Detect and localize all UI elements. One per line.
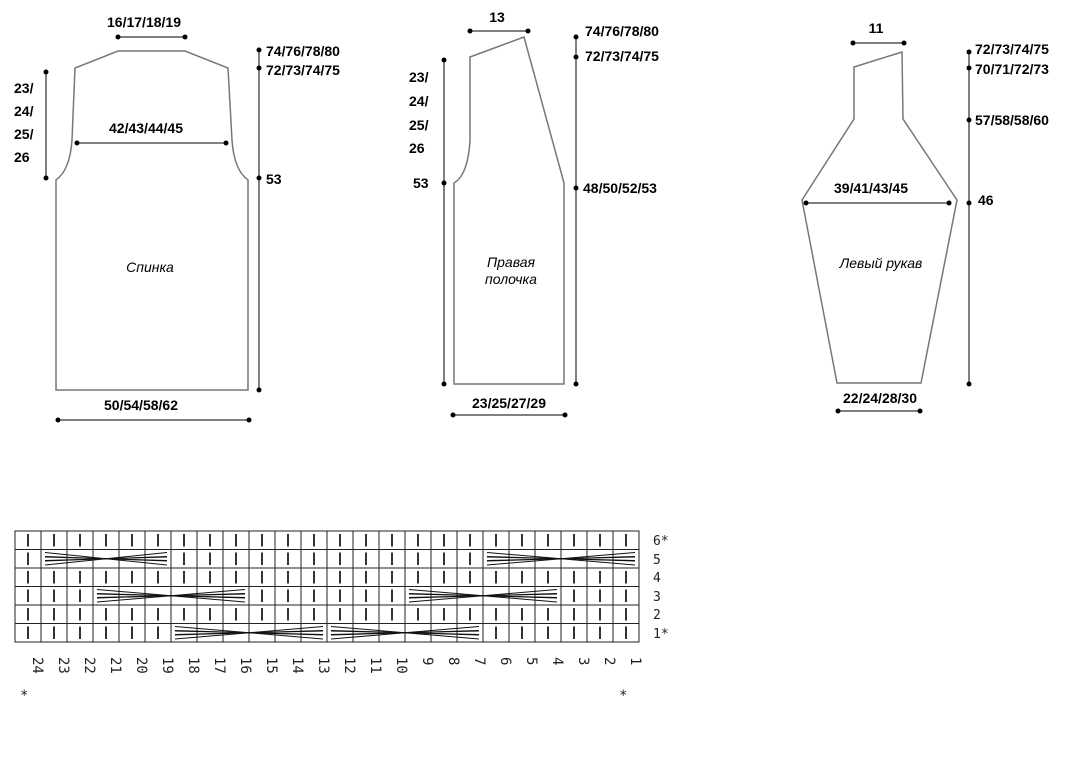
- left-sleeve-piece: 11 39/41/43/45 22/24/28/30 72/73/74/75 7…: [801, 20, 1049, 414]
- column-label: 4: [549, 657, 565, 665]
- column-label: 22: [81, 657, 97, 674]
- front-height-shoulder: 72/73/74/75: [585, 48, 659, 64]
- column-label: 2: [601, 657, 617, 665]
- back-piece: 16/17/18/19 42/43/44/45 50/54/58/62 23/ …: [14, 14, 340, 423]
- sleeve-height-underarm: 46: [978, 192, 994, 208]
- front-bottom-width: 23/25/27/29: [472, 395, 546, 411]
- front-shoulder-width: 13: [489, 9, 505, 25]
- right-front-piece: 13 23/ 24/ 25/ 26 53 74/76/78/80 72/73/7…: [409, 9, 659, 418]
- back-height-armhole: 53: [266, 171, 282, 187]
- column-label: 24: [29, 657, 45, 674]
- column-label: 5: [523, 657, 539, 665]
- front-armhole-depth-2: 24/: [409, 93, 429, 109]
- cable-strand: [44, 556, 168, 561]
- column-label: 8: [445, 657, 461, 665]
- back-chest-width: 42/43/44/45: [109, 120, 183, 136]
- row-label-3: 3: [653, 590, 661, 605]
- cable-strand: [486, 556, 636, 561]
- sleeve-cuff-width: 22/24/28/30: [843, 390, 917, 406]
- front-armhole-depth-3: 25/: [409, 117, 429, 133]
- column-label: 15: [263, 657, 279, 674]
- column-label: 17: [211, 657, 227, 674]
- front-height-armhole: 53: [413, 175, 429, 191]
- front-armhole-depth-4: 26: [409, 140, 425, 156]
- column-label: 13: [315, 657, 331, 674]
- row-label-6: 6*: [653, 534, 669, 549]
- back-armhole-depth-1: 23/: [14, 80, 34, 96]
- cable-strand: [96, 593, 246, 598]
- cable-strand: [174, 630, 324, 635]
- column-label: 7: [471, 657, 487, 665]
- back-height-total: 74/76/78/80: [266, 43, 340, 59]
- column-label: 10: [393, 657, 409, 674]
- front-height-total: 74/76/78/80: [585, 23, 659, 39]
- chart-cable-crossings: [44, 552, 636, 640]
- back-armhole-depth-2: 24/: [14, 103, 34, 119]
- column-label: 9: [419, 657, 435, 665]
- cable-strand: [408, 593, 558, 598]
- row-label-4: 4: [653, 571, 661, 586]
- column-label: 1: [627, 657, 643, 665]
- back-height-shoulder: 72/73/74/75: [266, 62, 340, 78]
- repeat-mark-left: *: [20, 688, 28, 704]
- sleeve-height-3: 57/58/58/60: [975, 112, 1049, 128]
- sleeve-top-width: 11: [869, 20, 884, 36]
- column-label: 23: [55, 657, 71, 674]
- back-outline: [55, 50, 249, 391]
- repeat-mark-right: *: [619, 688, 627, 704]
- row-label-2: 2: [653, 608, 661, 623]
- column-label: 19: [159, 657, 175, 674]
- back-bottom-width: 50/54/58/62: [104, 397, 178, 413]
- chart-grid: [14, 530, 640, 643]
- sleeve-height-2: 70/71/72/73: [975, 61, 1049, 77]
- column-label: 12: [341, 657, 357, 674]
- column-label: 18: [185, 657, 201, 674]
- sleeve-height-total: 72/73/74/75: [975, 41, 1049, 57]
- back-neck-width: 16/17/18/19: [107, 14, 181, 30]
- front-name-line-2: полочка: [485, 271, 537, 287]
- sleeve-name: Левый рукав: [839, 255, 923, 271]
- right-front-outline: [453, 36, 565, 385]
- row-label-5: 5: [653, 553, 661, 568]
- sleeve-outline: [801, 50, 958, 384]
- column-label: 6: [497, 657, 513, 665]
- sleeve-underarm-width: 39/41/43/45: [834, 180, 908, 196]
- back-armhole-depth-4: 26: [14, 149, 30, 165]
- column-label: 20: [133, 657, 149, 674]
- back-name: Спинка: [126, 259, 174, 275]
- chart-knit-stitches: [27, 534, 627, 639]
- column-label: 11: [367, 657, 383, 674]
- column-label: 14: [289, 657, 305, 674]
- row-label-1: 1*: [653, 627, 669, 642]
- front-name-line-1: Правая: [487, 254, 536, 270]
- column-label: 16: [237, 657, 253, 674]
- cable-strand: [330, 630, 480, 635]
- front-armhole-depth-1: 23/: [409, 69, 429, 85]
- back-armhole-depth-3: 25/: [14, 126, 34, 142]
- column-label: 3: [575, 657, 591, 665]
- column-label: 21: [107, 657, 123, 674]
- front-height-neck: 48/50/52/53: [583, 180, 657, 196]
